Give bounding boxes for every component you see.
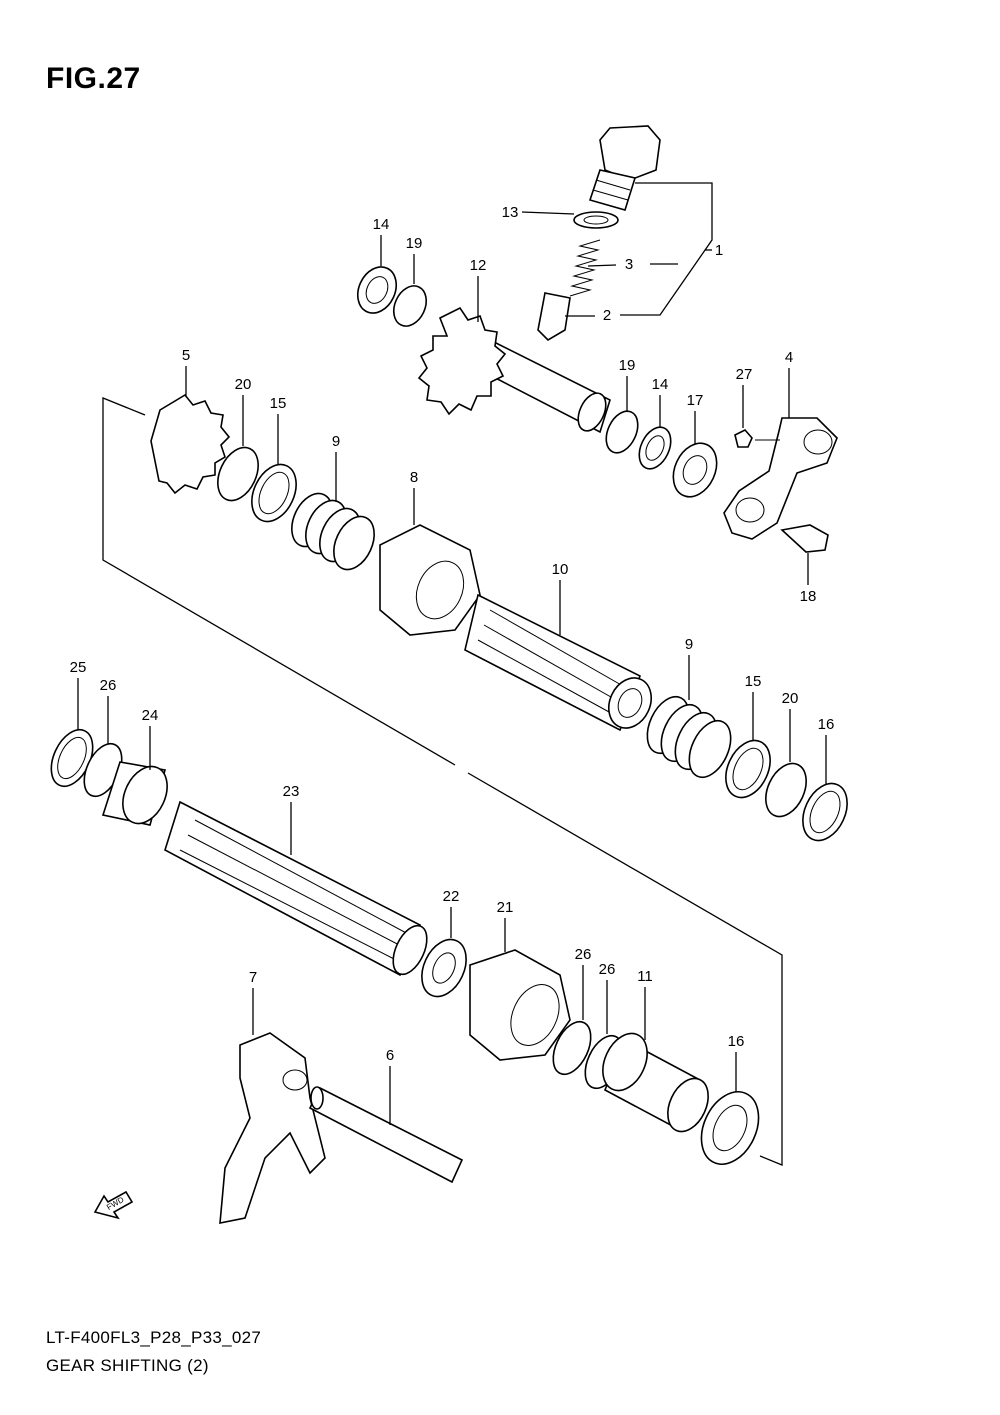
callout-label-24: 24 [142,707,159,724]
circlip-part-19-mid [605,376,639,454]
cam-part-8 [379,488,481,636]
callout-label-6: 6 [386,1047,394,1064]
diagram-caption: GEAR SHIFTING (2) [46,1356,209,1375]
callout-label-21: 21 [497,899,514,916]
oil-seal-part-17 [672,411,718,498]
circlip-part-19-top [392,254,428,327]
washer-part-14-mid [638,395,672,470]
spring-part-9-upper [291,452,375,571]
shift-lever-part-4 [723,368,838,540]
callout-label-20a: 20 [235,376,252,393]
callout-label-18: 18 [800,588,817,605]
nut-part-27 [734,385,753,448]
shift-shaft-part-12 [417,276,611,434]
callout-label-13: 13 [502,204,519,221]
fwd-direction-arrow: FWD [93,1190,134,1220]
callout-label-8: 8 [410,469,418,486]
shaft-part-23 [164,800,428,977]
callout-label-7: 7 [249,969,257,986]
diagram-code: LT-F400FL3_P28_P33_027 [46,1328,262,1347]
circlip-part-20-left [217,395,259,502]
collar-part-24 [101,726,168,826]
shift-fork-part-7 [219,988,326,1224]
callout-label-4: 4 [785,349,793,366]
washer-part-16-bottom [700,1052,760,1165]
callout-label-14a: 14 [373,216,390,233]
circlip-part-20-right [765,709,807,818]
drum-part-21 [469,918,571,1061]
callout-label-26b: 26 [575,946,592,963]
callout-label-15a: 15 [270,395,287,412]
callout-label-11: 11 [637,968,653,985]
callout-label-2: 2 [603,307,611,324]
callout-label-10: 10 [552,561,569,578]
callout-label-5: 5 [182,347,190,364]
plate-part-22 [421,907,467,998]
spring-part-3 [569,239,617,297]
callout-label-22: 22 [443,888,460,905]
callout-label-12: 12 [470,257,487,274]
gear-segment-part-5 [150,366,231,495]
washer-part-15-right [725,692,771,799]
callout-label-15b: 15 [745,673,762,690]
spring-part-9-lower [646,655,732,779]
washer-part-13 [521,211,619,229]
washer-part-16-right [802,735,848,842]
figure-title: FIG.27 [46,62,141,95]
callout-label-27: 27 [736,366,753,383]
callout-label-26a: 26 [100,677,117,694]
callout-label-19b: 19 [619,357,636,374]
callout-label-17: 17 [687,392,704,409]
assembly-frame-lines [102,397,783,1166]
callout-label-25: 25 [70,659,87,676]
fork-shaft-part-6 [308,1066,464,1184]
callout-label-9a: 9 [332,433,340,450]
callout-label-19a: 19 [406,235,423,252]
circlip-part-26-lower-a [552,965,592,1076]
callout-labels: 1234567899101112131414151516161718191920… [70,204,835,1064]
pin-part-2 [537,292,595,342]
callout-label-9b: 9 [685,636,693,653]
splined-shaft-part-10 [464,580,652,732]
callout-label-3: 3 [625,256,633,273]
bolt-part-1 [588,125,713,316]
callout-label-23: 23 [283,783,300,800]
bushing-part-11 [602,987,709,1133]
callout-label-16a: 16 [818,716,835,733]
callout-label-16b: 16 [728,1033,745,1050]
washer-part-14-top [356,235,398,314]
callout-label-26c: 26 [599,961,616,978]
callout-label-14b: 14 [652,376,669,393]
callout-label-20b: 20 [782,690,799,707]
bolt-part-18 [780,524,829,585]
callout-label-1: 1 [715,242,723,259]
washer-part-15-left [251,414,297,523]
